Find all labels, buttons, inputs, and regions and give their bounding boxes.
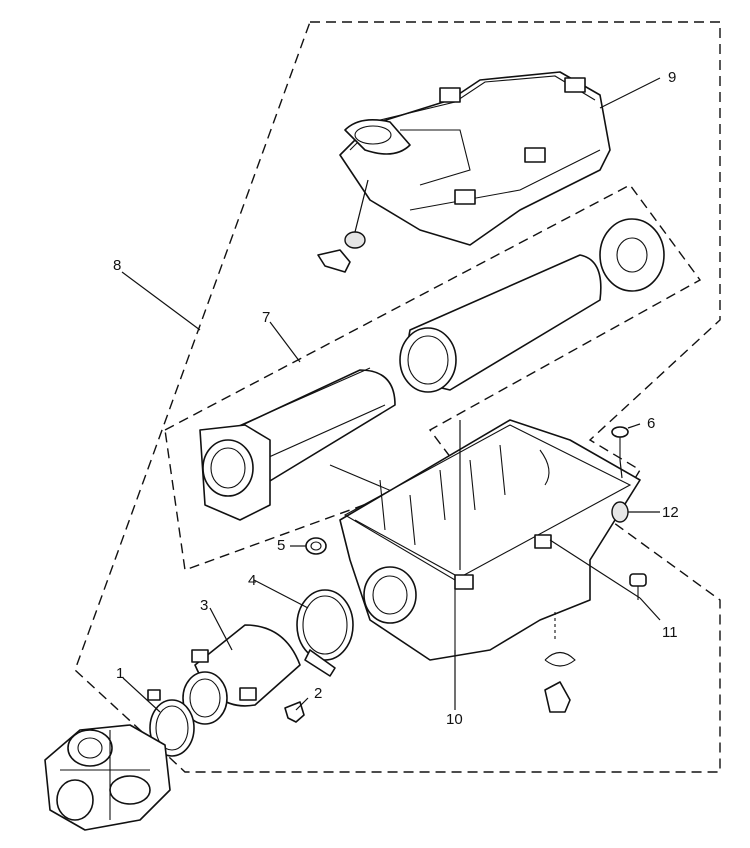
callout-label-2: 2 [314, 685, 323, 702]
air-box-case [339, 419, 641, 661]
callout-label-7: 7 [262, 309, 271, 326]
filter-group-boundary [164, 184, 702, 571]
intake-joint-3 [182, 624, 301, 725]
filter-element [199, 218, 665, 521]
leader-lines [121, 77, 661, 713]
callout-label-1: 1 [116, 665, 125, 682]
fitting-5 [305, 537, 327, 555]
grommet-12 [611, 501, 629, 523]
callout-label-9: 9 [668, 69, 677, 86]
callout-label-4: 4 [248, 572, 257, 589]
callout-label-10: 10 [446, 711, 463, 728]
callout-label-5: 5 [277, 537, 286, 554]
drain-fitting-upper [317, 179, 369, 273]
screw-6 [611, 426, 629, 479]
carburetor [44, 724, 171, 831]
callout-label-8: 8 [113, 257, 122, 274]
bolt-11 [629, 573, 647, 600]
drain-plug-assembly [544, 612, 576, 713]
callout-label-6: 6 [647, 415, 656, 432]
callout-label-3: 3 [200, 597, 209, 614]
hose-clamp-4 [296, 589, 354, 677]
callout-label-12: 12 [662, 504, 679, 521]
callout-label-11: 11 [662, 624, 678, 641]
air-box-cover [339, 71, 611, 246]
assembly-boundary-outline [74, 21, 721, 773]
